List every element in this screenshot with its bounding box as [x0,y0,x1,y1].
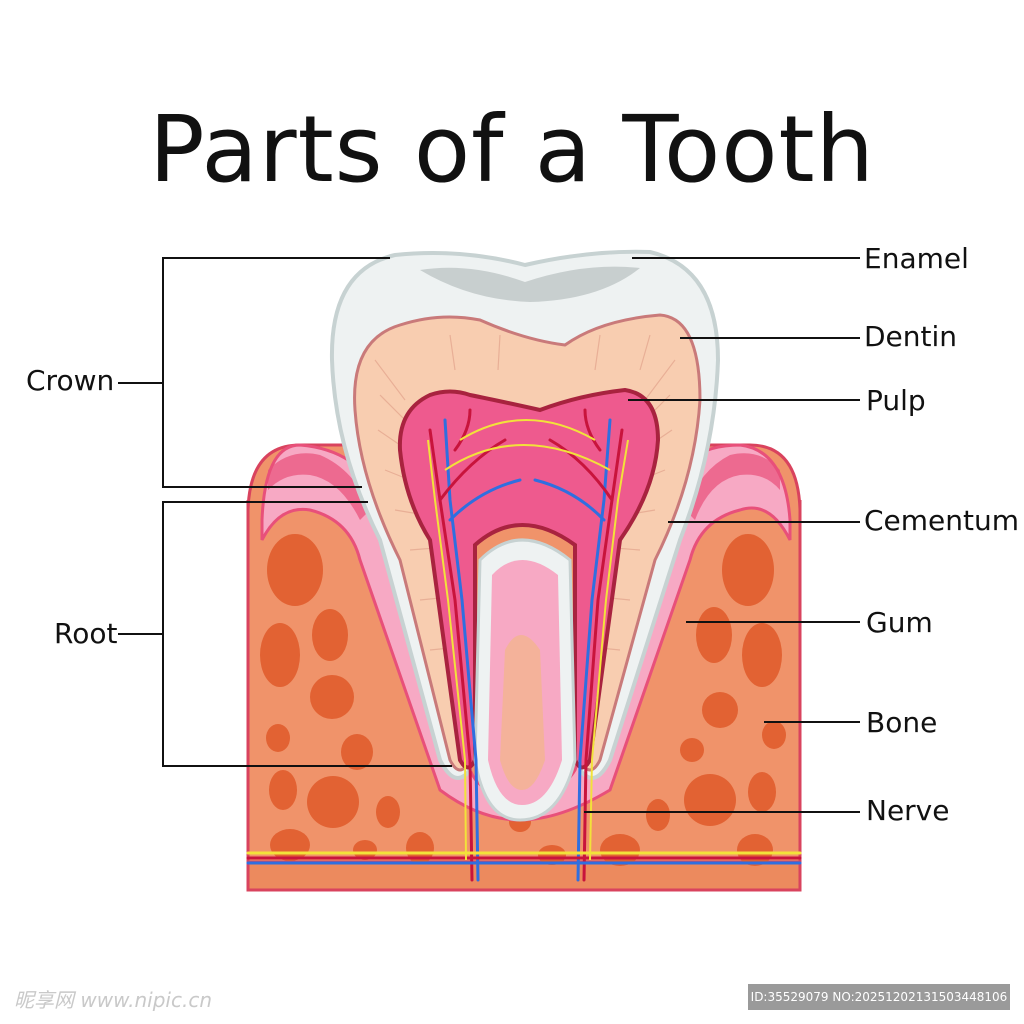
label-cementum: Cementum [864,504,1020,537]
label-pulp: Pulp [866,384,926,417]
crown-bracket [162,257,390,488]
blood-vessels [246,408,802,882]
label-nerve: Nerve [866,794,950,827]
nerve-fibers [427,419,629,861]
leader-lines [118,257,860,813]
label-root: Root [54,617,118,650]
label-dentin: Dentin [864,320,958,353]
label-gum: Gum [866,606,933,639]
watermark-left: 昵享网 www.nipic.cn [14,988,213,1012]
label-crown: Crown [26,364,115,397]
watermark-right: ID:35529079 NO:20251202131503448106 [748,984,1010,1010]
label-enamel: Enamel [864,242,969,275]
enamel-top-shade [420,266,640,302]
diagram-title: Parts of a Tooth [149,96,875,203]
label-bone: Bone [866,706,938,739]
